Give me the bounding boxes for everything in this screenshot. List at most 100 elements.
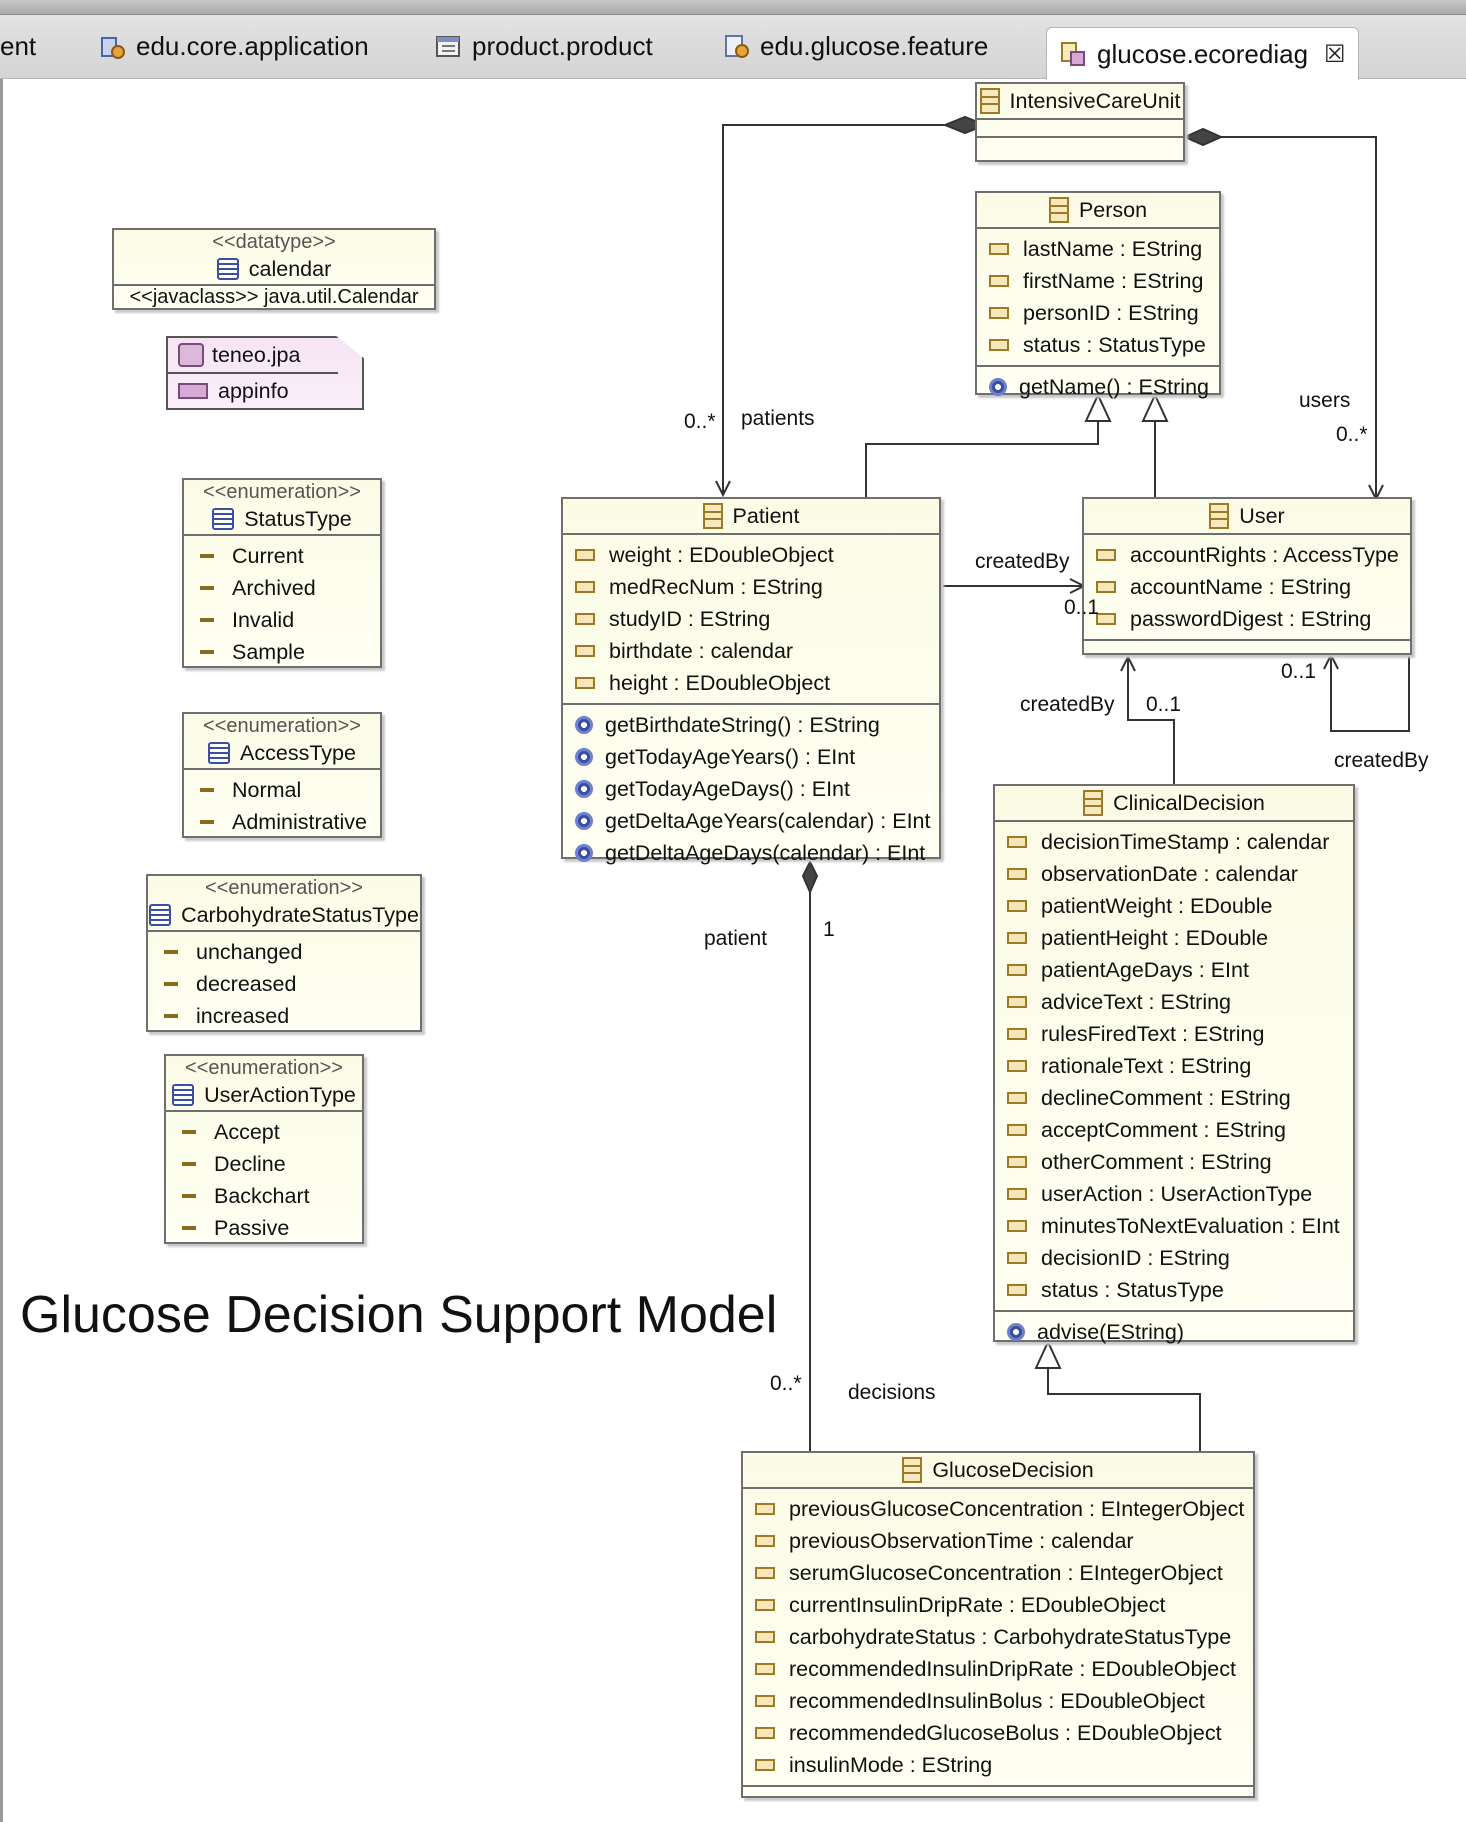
instance-class: <<javaclass>> java.util.Calendar [114,284,434,308]
patients-containment-edge [722,124,945,493]
literal-row[interactable]: Invalid [184,604,380,636]
class-clinical-decision[interactable]: ClinicalDecision decisionTimeStamp : cal… [993,784,1355,1344]
class-patient[interactable]: Patient weight : EDoubleObject medRecNum… [561,497,941,865]
attribute-row[interactable]: passwordDigest : EString [1084,603,1410,635]
tab-glucose-ecorediag[interactable]: glucose.ecorediag ☒ [1046,27,1359,80]
attribute-icon [989,243,1009,255]
literal-row[interactable]: Normal [184,774,380,806]
class-glucose-decision[interactable]: GlucoseDecision previousGlucoseConcentra… [741,1451,1255,1798]
operation-row[interactable]: getDeltaAgeDays(calendar) : EInt [563,837,939,869]
attribute-row[interactable]: insulinMode : EString [743,1749,1253,1781]
attribute-row[interactable]: personID : EString [977,297,1219,329]
attribute-icon [1007,1252,1027,1264]
operation-row[interactable]: getDeltaAgeYears(calendar) : EInt [563,805,939,837]
user-createdby-role-label: createdBy [1334,749,1429,772]
attribute-row[interactable]: userAction : UserActionType [995,1178,1353,1210]
literal-row[interactable]: Passive [166,1212,362,1244]
attribute-row[interactable]: lastName : EString [977,233,1219,265]
datatype-calendar[interactable]: <<datatype>> calendar <<javaclass>> java… [112,228,436,310]
annotation-teneo-jpa[interactable]: teneo.jpa appinfo [166,336,364,410]
operation-row[interactable]: getTodayAgeYears() : EInt [563,741,939,773]
generalization-arrow [1084,392,1112,422]
operation-row[interactable]: getName() : EString [977,371,1219,403]
operation-row[interactable]: getTodayAgeDays() : EInt [563,773,939,805]
attribute-row[interactable]: patientHeight : EDouble [995,922,1353,954]
literal-row[interactable]: Current [184,540,380,572]
enum-name: StatusType [244,506,352,531]
class-user[interactable]: User accountRights : AccessType accountN… [1082,497,1412,655]
users-containment-edge [1185,136,1377,497]
user-self-createdby-edge [1330,655,1410,732]
attribute-row[interactable]: decisionID : EString [995,1242,1353,1274]
attribute-row[interactable]: minutesToNextEvaluation : EInt [995,1210,1353,1242]
attribute-row[interactable]: currentInsulinDripRate : EDoubleObject [743,1589,1253,1621]
literal-icon [182,1226,196,1230]
literal-row[interactable]: increased [148,1000,420,1032]
attribute-row[interactable]: previousGlucoseConcentration : EIntegerO… [743,1493,1253,1525]
tab-edu-glucose-feature[interactable]: edu.glucose.feature [722,29,988,63]
attribute-row[interactable]: previousObservationTime : calendar [743,1525,1253,1557]
operation-row[interactable]: getBirthdateString() : EString [563,709,939,741]
operation-icon [575,812,593,830]
attribute-icon [1096,549,1116,561]
patient-multiplicity: 1 [823,918,835,941]
attribute-row[interactable]: status : StatusType [995,1274,1353,1306]
attribute-row[interactable]: patientWeight : EDouble [995,890,1353,922]
literal-row[interactable]: Accept [166,1116,362,1148]
literal-icon [182,1194,196,1198]
clinical-createdby-multiplicity: 0..1 [1146,693,1182,716]
literal-row[interactable]: unchanged [148,936,420,968]
class-intensive-care-unit[interactable]: IntensiveCareUnit [975,82,1185,162]
attribute-row[interactable]: accountName : EString [1084,571,1410,603]
attribute-row[interactable]: carbohydrateStatus : CarbohydrateStatusT… [743,1621,1253,1653]
attribute-row[interactable]: weight : EDoubleObject [563,539,939,571]
attribute-row[interactable]: height : EDoubleObject [563,667,939,699]
attribute-row[interactable]: studyID : EString [563,603,939,635]
attribute-row[interactable]: accountRights : AccessType [1084,539,1410,571]
attribute-row[interactable]: recommendedInsulinDripRate : EDoubleObje… [743,1653,1253,1685]
attribute-row[interactable]: declineComment : EString [995,1082,1353,1114]
class-person[interactable]: Person lastName : EString firstName : ES… [975,191,1221,399]
tab-product-product[interactable]: product.product [434,29,653,63]
tab-edu-core-application[interactable]: edu.core.application [98,29,369,63]
attribute-row[interactable]: decisionTimeStamp : calendar [995,826,1353,858]
enum-status-type[interactable]: <<enumeration>> StatusType Current Archi… [182,478,382,668]
enum-access-type[interactable]: <<enumeration>> AccessType Normal Admini… [182,712,382,838]
attribute-row[interactable]: status : StatusType [977,329,1219,361]
operation-row[interactable]: advise(EString) [995,1316,1353,1348]
tab-label: glucose.ecorediag [1097,38,1309,69]
eclass-icon [1209,503,1230,529]
class-name: IntensiveCareUnit [1009,88,1181,113]
literal-row[interactable]: Archived [184,572,380,604]
literal-row[interactable]: Sample [184,636,380,668]
enumeration-icon [208,742,231,764]
literal-row[interactable]: decreased [148,968,420,1000]
attribute-row[interactable]: birthdate : calendar [563,635,939,667]
user-createdby-multiplicity: 0..1 [1281,660,1317,683]
attribute-row[interactable]: recommendedGlucoseBolus : EDoubleObject [743,1717,1253,1749]
attribute-row[interactable]: rationaleText : EString [995,1050,1353,1082]
close-tab-icon[interactable]: ☒ [1324,40,1346,68]
attribute-row[interactable]: firstName : EString [977,265,1219,297]
literal-row[interactable]: Decline [166,1148,362,1180]
attribute-row[interactable]: medRecNum : EString [563,571,939,603]
attribute-icon [1007,868,1027,880]
attribute-row[interactable]: rulesFiredText : EString [995,1018,1353,1050]
attribute-row[interactable]: otherComment : EString [995,1146,1353,1178]
attribute-row[interactable]: serumGlucoseConcentration : EIntegerObje… [743,1557,1253,1589]
attribute-row[interactable]: observationDate : calendar [995,858,1353,890]
class-name: ClinicalDecision [1113,790,1265,815]
attribute-icon [755,1727,775,1739]
operations-compartment: getBirthdateString() : EString getTodayA… [563,703,939,873]
literal-row[interactable]: Administrative [184,806,380,838]
enum-carbohydrate-status-type[interactable]: <<enumeration>> CarbohydrateStatusType u… [146,874,422,1032]
attribute-row[interactable]: recommendedInsulinBolus : EDoubleObject [743,1685,1253,1717]
enum-user-action-type[interactable]: <<enumeration>> UserActionType Accept De… [164,1054,364,1244]
attribute-row[interactable]: adviceText : EString [995,986,1353,1018]
users-role-label: users [1299,389,1351,412]
tab-label: edu.core.application [136,30,369,61]
tab-partial[interactable]: ent [0,29,36,63]
attribute-row[interactable]: acceptComment : EString [995,1114,1353,1146]
literal-row[interactable]: Backchart [166,1180,362,1212]
attribute-row[interactable]: patientAgeDays : EInt [995,954,1353,986]
